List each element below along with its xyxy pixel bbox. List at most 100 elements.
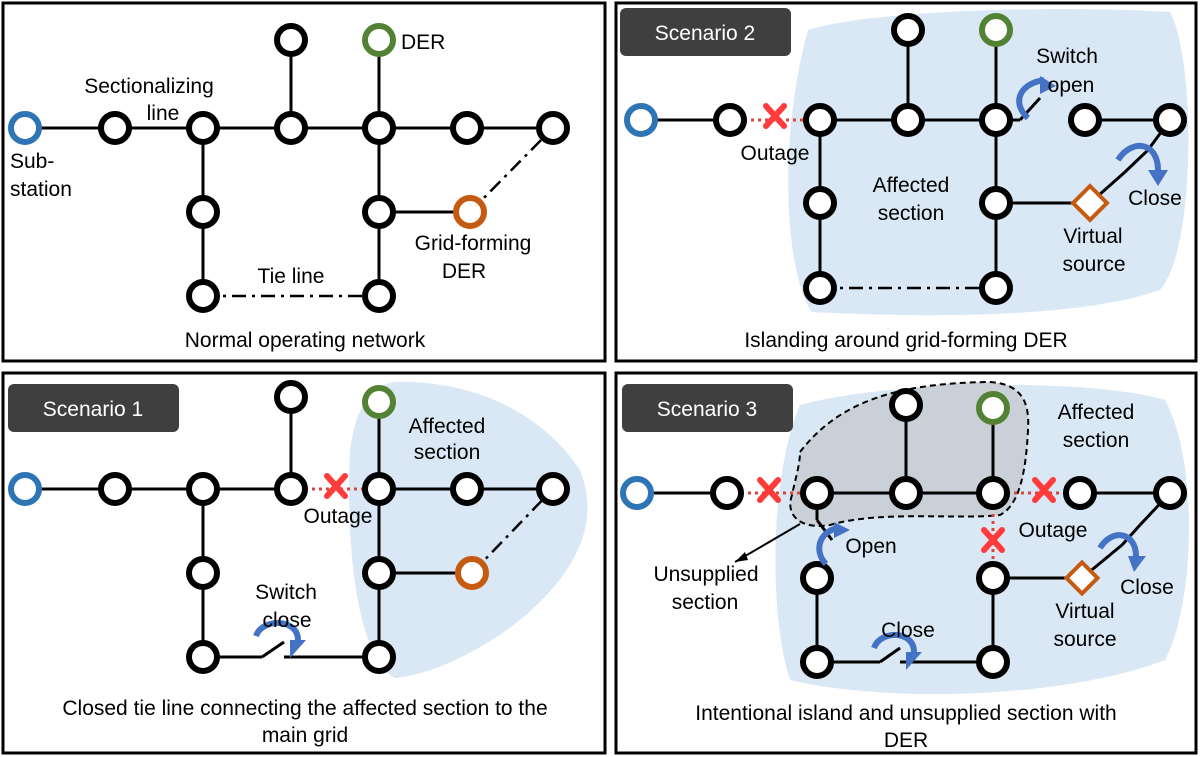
substation-node [620,476,654,510]
outage-marker [324,473,348,499]
bus-node [1153,103,1187,137]
open-line-to-grid-forming [469,127,554,213]
grid-forming-der-node [453,195,487,229]
close-arrow-head-icon [1148,170,1168,186]
bus-node [98,472,132,506]
bus-node [1063,476,1097,510]
switch-close-arrow-icon [253,620,301,641]
bus-node [274,380,308,414]
label-virtual: Virtual [1055,600,1114,623]
label-affected-section: section [414,441,481,464]
label-virtual-source: source [1053,628,1116,651]
bus-node [186,111,220,145]
bus-node [976,645,1010,679]
panel-scenario2: Scenario 2 [620,8,1189,352]
substation-node [624,103,658,137]
caption-scenario1-line2: main grid [262,724,348,747]
label-substation-2: station [10,178,72,201]
label-virtual-source: source [1062,253,1125,276]
grid-forming-der-node [455,556,489,590]
der-node [362,23,396,57]
label-switch-close: close [262,609,311,632]
substation-node [8,111,42,145]
switch-open-arrow-head-icon [1040,76,1056,94]
bus-node [186,195,220,229]
panel-scenario3: Scenario 3 [620,380,1190,752]
label-tie-line: Tie line [258,265,325,288]
bus-node [803,103,837,137]
panel-scenario1: Scenario 1 [8,380,588,747]
bus-node [450,472,484,506]
panel-normal: DER Sectionalizing line Sub- station Tie… [8,23,570,352]
panel-scenario2-border [614,1,1198,363]
virtual-source-marker [1063,559,1101,597]
close-arrow-head-icon [1128,556,1146,572]
label-unsupplied-section: section [672,591,739,614]
bus-node [362,111,396,145]
bus-node [710,476,744,510]
bus-node [979,186,1013,220]
label-switch-open: open [1048,74,1095,97]
bus-node [186,556,220,590]
network-nodes [8,380,570,674]
bus-node [976,476,1010,510]
scenario-tag: Scenario 2 [620,8,791,56]
bus-node [1068,103,1102,137]
label-outage: Outage [741,142,810,165]
caption-scenario1-line1: Closed tie line connecting the affected … [62,697,547,720]
close-arrow-icon [871,632,917,653]
label-outage: Outage [304,505,373,528]
bus-node [803,186,837,220]
bus-node [362,556,396,590]
scenario-tag: Scenario 1 [8,384,179,432]
outage-marker [763,103,787,129]
close-arrow-icon [1115,142,1161,171]
outage-marker [1032,477,1056,503]
label-virtual: Virtual [1063,225,1122,248]
outage-marker [757,477,781,503]
bus-node [186,472,220,506]
scenario-tag-text: Scenario 1 [43,398,143,421]
caption-scenario2: Islanding around grid-forming DER [744,329,1067,352]
label-affected-section: section [1063,429,1130,452]
bus-node [362,472,396,506]
label-close: Close [1120,576,1174,599]
bus-node [1153,476,1187,510]
label-grid-forming: Grid-forming [415,232,532,255]
bus-node [800,476,834,510]
bus-node [979,103,1013,137]
der-node [362,385,396,419]
unsupplied-section-area [789,380,1030,527]
bus-node [891,103,925,137]
label-substation: Sub- [10,150,54,173]
open-arrow-head-icon [834,522,850,538]
bus-node [800,561,834,595]
scenario-tag: Scenario 3 [622,384,793,432]
bus-node [362,195,396,229]
bus-node [98,111,132,145]
bus-node [450,111,484,145]
outage-marker [981,527,1005,553]
switch-open-arrow-icon [1016,77,1045,121]
der-node [976,391,1010,425]
bus-node [274,23,308,57]
bus-node [362,279,396,313]
affected-section-area [349,381,588,678]
bus-node [536,472,570,506]
bus-node [889,388,923,422]
label-open: Open [845,535,896,558]
bus-node [186,640,220,674]
label-der: DER [401,31,445,54]
bus-node [800,645,834,679]
bus-node [976,561,1010,595]
label-sectionalizing-line: line [147,102,180,125]
network-nodes [624,13,1187,305]
virtual-source-marker [1070,183,1110,223]
der-node [979,13,1013,47]
bus-node [979,271,1013,305]
unsupplied-pointer-head-icon [735,552,748,562]
close-arrow-head-icon [906,652,922,670]
label-grid-forming-der: DER [442,260,486,283]
label-switch: Switch [255,581,317,604]
